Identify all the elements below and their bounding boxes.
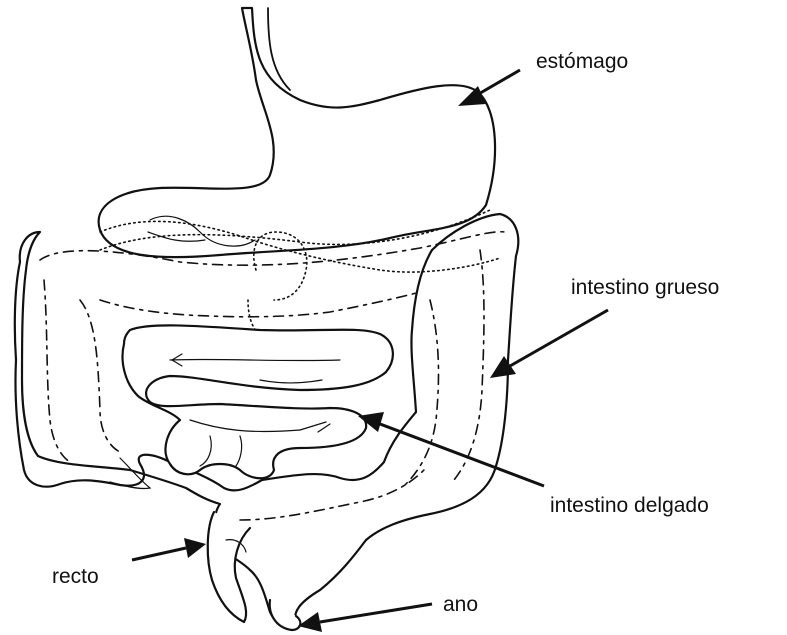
stomach-shape xyxy=(99,8,495,257)
label-stomach: estómago xyxy=(536,50,628,73)
label-large-intestine: intestino grueso xyxy=(571,276,719,299)
label-small-intestine: intestino delgado xyxy=(550,494,709,517)
label-anus: ano xyxy=(443,593,478,616)
arrow-rectum xyxy=(132,538,206,560)
label-rectum: recto xyxy=(52,565,99,588)
small-intestine-shape xyxy=(123,325,393,478)
arrow-anus xyxy=(298,604,432,632)
